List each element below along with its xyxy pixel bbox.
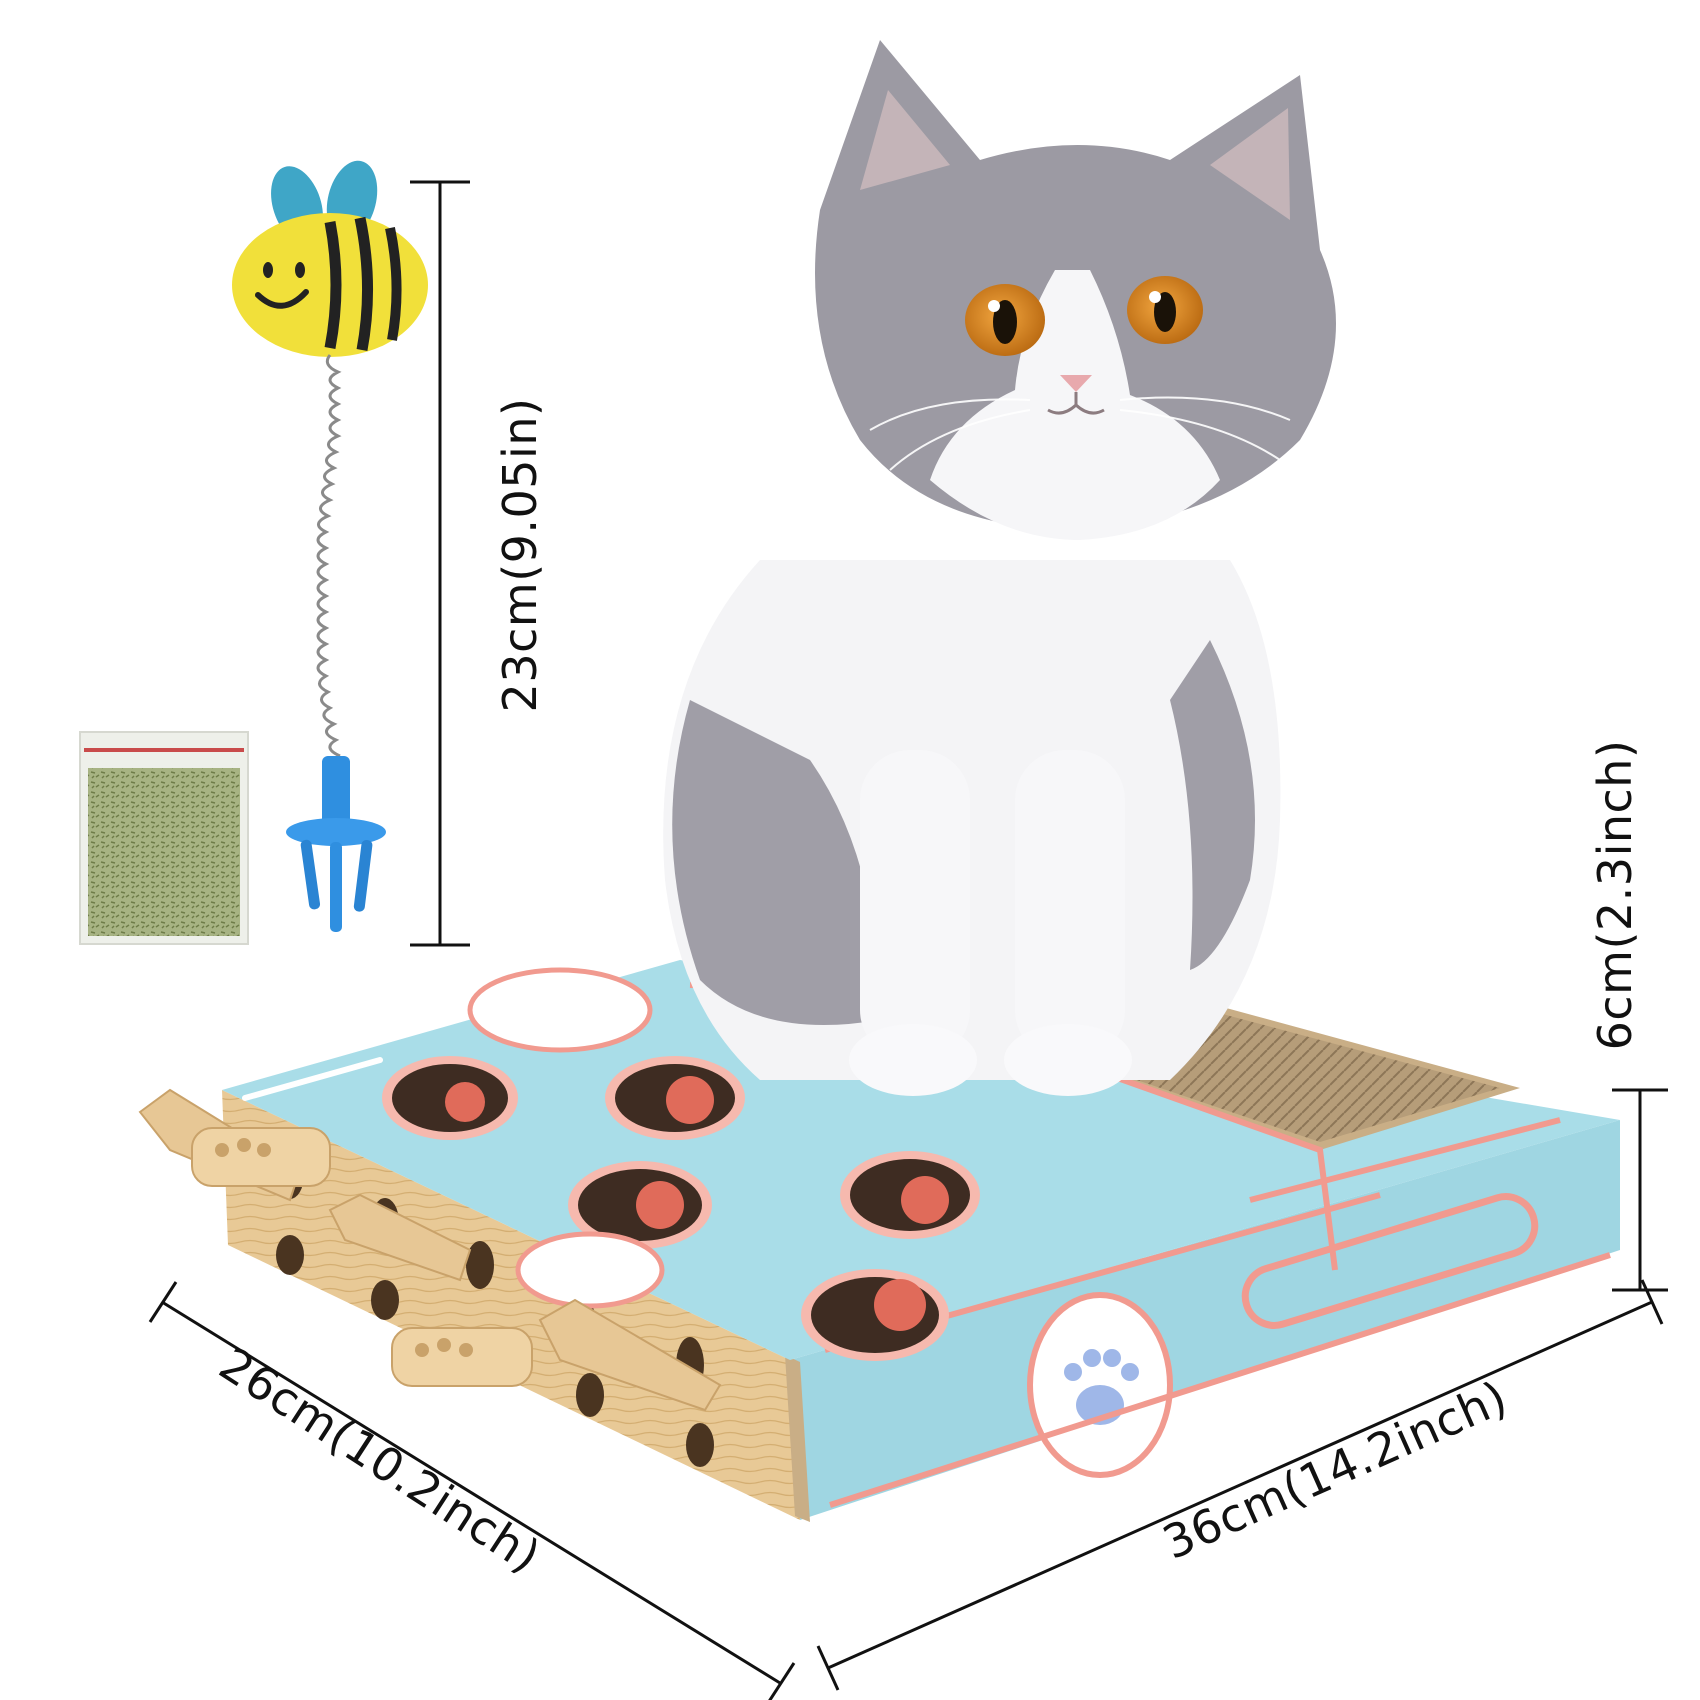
bee-spring-toy: [232, 160, 428, 932]
toy-height-dimension-line: [410, 180, 470, 947]
wooden-levers: [138, 1088, 722, 1412]
catnip-bag: [79, 731, 249, 945]
cat: [663, 40, 1336, 1096]
paw-print-icon: [467, 967, 1173, 1478]
box-width-dimension-line: [148, 1281, 796, 1700]
box-height-label: 6cm(2.3inch): [1588, 739, 1642, 1051]
toy-height-label: 23cm(9.05in): [493, 397, 547, 713]
box-height-dimension-line: [1612, 1088, 1668, 1292]
mole-holes: [382, 1056, 980, 1361]
box-length-dimension-line: [816, 1279, 1664, 1691]
whack-a-mole-box: [138, 960, 1620, 1522]
